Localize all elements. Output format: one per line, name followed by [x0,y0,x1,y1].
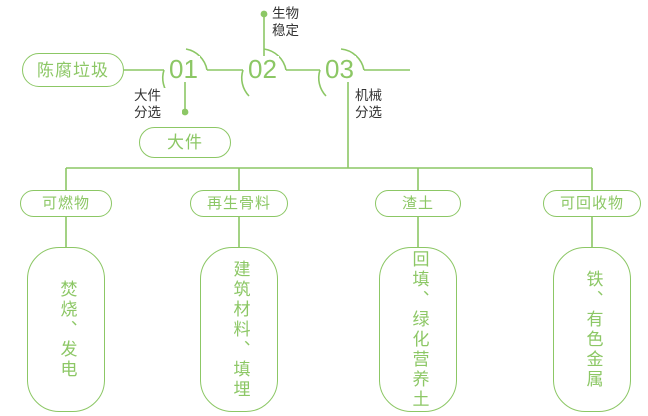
output-pill-1[interactable]: 可燃物 [20,190,112,217]
arc-stage2-right [263,48,287,71]
arc-stage3-left [317,69,327,97]
output-pill-2[interactable]: 再生骨料 [190,190,288,217]
stage-caption-03: 机械 分选 [355,88,405,122]
stage-caption-01: 大件 分选 [134,88,182,122]
dot-biostable-connector [260,10,268,18]
output-pill-bulky[interactable]: 大件 [139,127,231,158]
output-box-1[interactable]: 焚烧、发电 [27,247,105,412]
input-pill[interactable]: 陈腐垃圾 [22,53,124,87]
arc-stage2-left [240,69,250,97]
output-pill-2-label: 再生骨料 [206,195,271,212]
output-pill-bulky-label: 大件 [167,133,203,152]
output-pill-3-label: 渣土 [401,195,434,212]
output-pill-4-label: 可回收物 [559,195,624,212]
output-box-1-text: 焚烧、发电 [57,279,77,380]
output-box-4-text: 铁、有色金属 [583,269,603,390]
output-box-2[interactable]: 建筑材料、填埋 [200,247,278,412]
dot-bulky-connector [181,108,189,116]
output-box-4[interactable]: 铁、有色金属 [553,247,631,412]
stage-caption-02: 生物 稳定 [272,6,322,40]
output-box-2-text: 建筑材料、填埋 [230,259,250,400]
stage-number-02[interactable]: 02 [246,54,279,84]
stage-number-03[interactable]: 03 [323,54,356,84]
stage-number-01[interactable]: 01 [167,54,200,84]
input-pill-label: 陈腐垃圾 [37,60,109,80]
output-box-3-text: 回填、绿化营养土 [409,249,429,410]
output-pill-3[interactable]: 渣土 [375,190,461,217]
output-pill-1-label: 可燃物 [41,195,90,212]
output-box-3[interactable]: 回填、绿化营养土 [379,247,457,412]
arc-stage3-right [340,48,365,71]
output-pill-4[interactable]: 可回收物 [543,190,641,217]
